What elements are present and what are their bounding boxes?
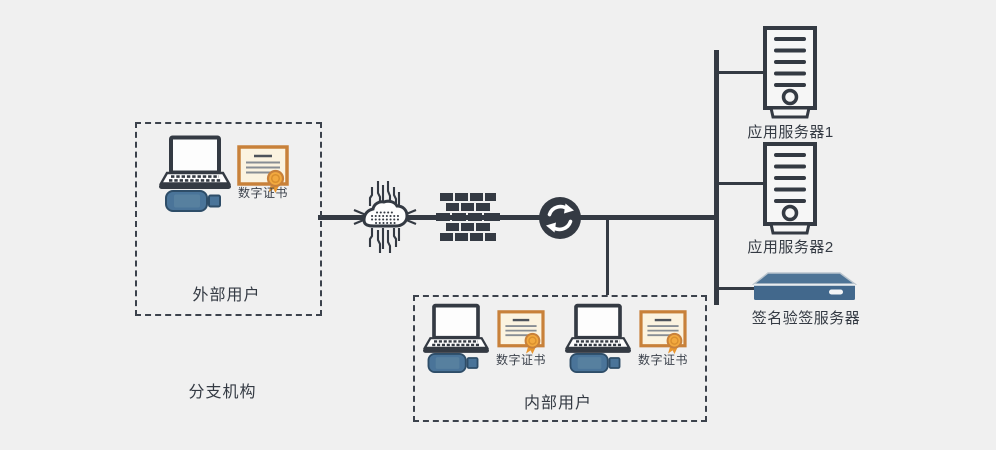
laptop-icon — [565, 303, 631, 355]
sync-gateway-icon — [538, 196, 582, 240]
external-users-label: 外部用户 — [192, 287, 261, 304]
usb-token-icon — [427, 353, 479, 373]
signature-server-label: 签名验签服务器 — [751, 310, 861, 327]
external-users-zone — [135, 122, 322, 316]
certificate-label: 数字证书 — [495, 353, 546, 367]
laptop-icon — [423, 303, 489, 355]
connection-branch-signature — [719, 287, 755, 290]
connection-branch-app1 — [719, 71, 764, 74]
certificate-label: 数字证书 — [637, 353, 688, 367]
app-server2-label: 应用服务器2 — [747, 239, 834, 256]
firewall-brick-icon — [436, 193, 500, 243]
branch-office-label: 分支机构 — [188, 384, 257, 401]
internal-users-label: 内部用户 — [523, 395, 592, 412]
rack-appliance-icon — [752, 271, 857, 303]
internal-users-zone — [413, 295, 707, 422]
certificate-icon — [639, 310, 687, 354]
certificate-icon — [497, 310, 545, 354]
connection-line-trunk — [714, 50, 719, 305]
connection-branch-app2 — [719, 182, 764, 185]
app-server1-label: 应用服务器1 — [747, 124, 834, 141]
tower-server-icon — [762, 142, 818, 236]
certificate-label: 数字证书 — [237, 186, 288, 200]
usb-token-icon — [569, 353, 621, 373]
tower-server-icon — [762, 26, 818, 120]
network-hub-icon — [352, 175, 418, 259]
usb-token-icon — [165, 190, 221, 212]
connection-line-main — [318, 215, 717, 220]
connection-line-drop-internal — [606, 219, 609, 295]
laptop-icon — [159, 135, 231, 191]
